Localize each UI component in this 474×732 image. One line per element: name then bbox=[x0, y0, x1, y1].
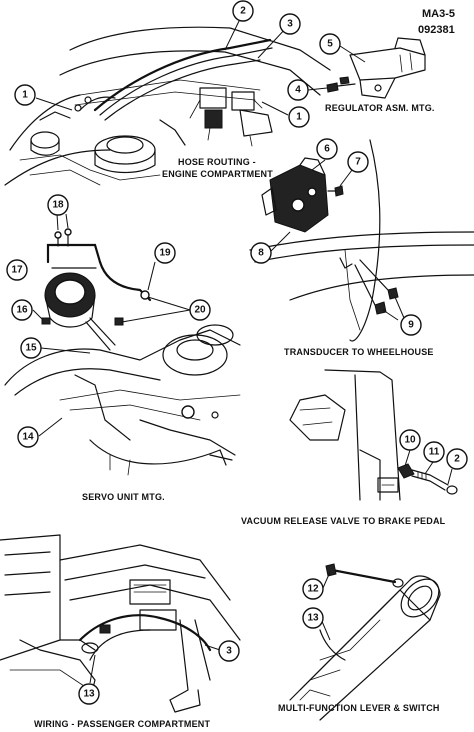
callout-3-top: 3 bbox=[279, 13, 301, 35]
svg-text:16: 16 bbox=[16, 305, 28, 316]
passenger-wiring-illustration bbox=[0, 534, 241, 713]
svg-text:18: 18 bbox=[52, 200, 64, 211]
callout-2-right: 2 bbox=[446, 448, 468, 470]
svg-text:17: 17 bbox=[11, 265, 23, 276]
transducer-illustration bbox=[249, 139, 474, 342]
callout-18: 18 bbox=[47, 194, 69, 216]
callout-4: 4 bbox=[287, 79, 309, 101]
svg-text:3: 3 bbox=[226, 646, 232, 657]
svg-text:12: 12 bbox=[307, 584, 319, 595]
svg-text:2: 2 bbox=[454, 454, 460, 465]
diagram-code-line2: 092381 bbox=[418, 24, 455, 36]
svg-text:20: 20 bbox=[194, 305, 206, 316]
callout-10: 10 bbox=[399, 429, 421, 451]
callout-5: 5 bbox=[319, 33, 341, 55]
caption-regulator: REGULATOR ASM. MTG. bbox=[325, 103, 435, 113]
callout-20: 20 bbox=[189, 299, 211, 321]
svg-text:13: 13 bbox=[83, 689, 95, 700]
callout-12: 12 bbox=[302, 578, 324, 600]
svg-text:11: 11 bbox=[429, 447, 440, 458]
regulator-assembly-illustration bbox=[326, 37, 426, 99]
svg-text:6: 6 bbox=[324, 144, 330, 155]
svg-text:8: 8 bbox=[258, 248, 264, 259]
callout-17: 17 bbox=[6, 259, 28, 281]
callout-7: 7 bbox=[347, 151, 369, 173]
callout-13-right: 13 bbox=[302, 607, 324, 629]
callout-19: 19 bbox=[154, 242, 176, 264]
callout-15: 15 bbox=[20, 337, 42, 359]
svg-text:5: 5 bbox=[327, 39, 333, 50]
servo-unit-illustration bbox=[4, 228, 241, 476]
svg-text:9: 9 bbox=[408, 320, 414, 331]
svg-text:7: 7 bbox=[355, 157, 361, 168]
vacuum-valve-illustration bbox=[289, 369, 458, 501]
engine-compartment-illustration bbox=[4, 26, 331, 186]
callout-1-left: 1 bbox=[14, 84, 36, 106]
svg-text:10: 10 bbox=[404, 435, 416, 446]
callout-14: 14 bbox=[17, 426, 39, 448]
callout-2-top: 2 bbox=[232, 0, 254, 22]
callout-3-bottom: 3 bbox=[218, 640, 240, 662]
svg-text:19: 19 bbox=[159, 248, 171, 259]
callout-13-left: 13 bbox=[78, 683, 100, 705]
svg-text:4: 4 bbox=[295, 85, 301, 96]
callout-11: 11 bbox=[423, 441, 445, 463]
caption-vacuum: VACUUM RELEASE VALVE TO BRAKE PEDAL bbox=[241, 516, 446, 526]
callout-9: 9 bbox=[400, 314, 422, 336]
callout-1-right: 1 bbox=[288, 106, 310, 128]
diagram-code-line1: MA3-5 bbox=[422, 8, 455, 20]
callout-8: 8 bbox=[250, 242, 272, 264]
caption-wiring: WIRING - PASSENGER COMPARTMENT bbox=[34, 719, 210, 729]
svg-text:1: 1 bbox=[296, 112, 302, 123]
svg-text:13: 13 bbox=[307, 613, 319, 624]
callout-16: 16 bbox=[11, 299, 33, 321]
svg-text:14: 14 bbox=[22, 432, 34, 443]
caption-multifunction: MULTI-FUNCTION LEVER & SWITCH bbox=[278, 703, 440, 713]
callout-6: 6 bbox=[316, 138, 338, 160]
multifunction-lever-illustration bbox=[289, 563, 441, 721]
svg-text:3: 3 bbox=[287, 19, 293, 30]
caption-hose-routing-line1: HOSE ROUTING - bbox=[178, 157, 256, 167]
svg-text:2: 2 bbox=[240, 6, 246, 17]
caption-servo: SERVO UNIT MTG. bbox=[82, 492, 165, 502]
caption-hose-routing-line2: ENGINE COMPARTMENT bbox=[162, 169, 273, 179]
caption-transducer: TRANSDUCER TO WHEELHOUSE bbox=[284, 347, 434, 357]
svg-text:15: 15 bbox=[25, 343, 37, 354]
svg-text:1: 1 bbox=[22, 90, 28, 101]
